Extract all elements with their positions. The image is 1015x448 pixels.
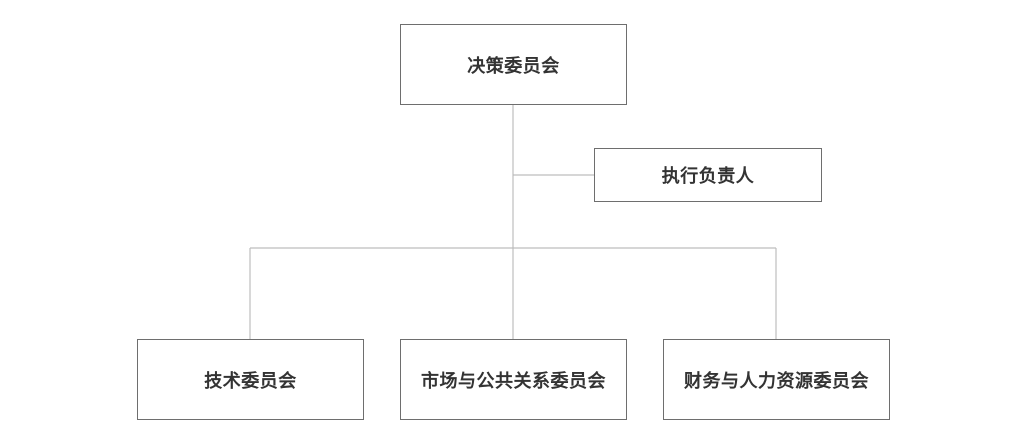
finance-hr-committee-label: 财务与人力资源委员会 <box>684 370 869 392</box>
decision-committee-label: 决策委员会 <box>467 55 560 77</box>
tech-committee-label: 技术委员会 <box>204 370 297 392</box>
decision-committee-node[interactable]: 决策委员会 <box>400 24 627 105</box>
executive-lead-label: 执行负责人 <box>661 166 755 187</box>
market-pr-committee-label: 市场与公共关系委员会 <box>421 370 606 392</box>
finance-hr-committee-node[interactable]: 财务与人力资源委员会 <box>663 339 890 420</box>
market-pr-committee-node[interactable]: 市场与公共关系委员会 <box>400 339 627 420</box>
tech-committee-node[interactable]: 技术委员会 <box>137 339 364 420</box>
executive-lead-node[interactable]: 执行负责人 <box>594 148 822 202</box>
